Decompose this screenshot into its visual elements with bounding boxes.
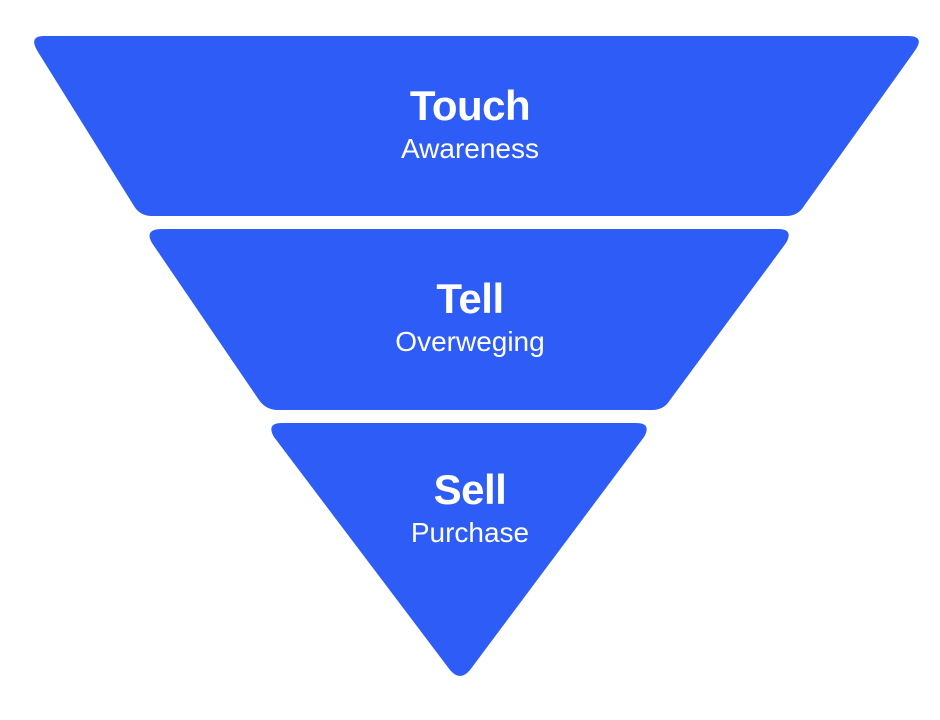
funnel-stage-touch-shape xyxy=(34,36,919,216)
funnel-stage-tell: Tell Overweging xyxy=(0,275,940,359)
stage-title: Sell xyxy=(433,466,507,513)
stage-subtitle: Awareness xyxy=(400,133,539,164)
funnel-stage-sell: Sell Purchase xyxy=(0,466,940,550)
stage-subtitle: Overweging xyxy=(395,326,545,357)
stage-subtitle: Purchase xyxy=(410,517,530,548)
stage-title: Tell xyxy=(436,275,504,322)
funnel-stage-touch: Touch Awareness xyxy=(0,82,940,166)
stage-title: Touch xyxy=(409,82,531,129)
funnel-stage-tell-shape xyxy=(149,229,789,410)
funnel-stage-sell-shape xyxy=(271,423,647,676)
